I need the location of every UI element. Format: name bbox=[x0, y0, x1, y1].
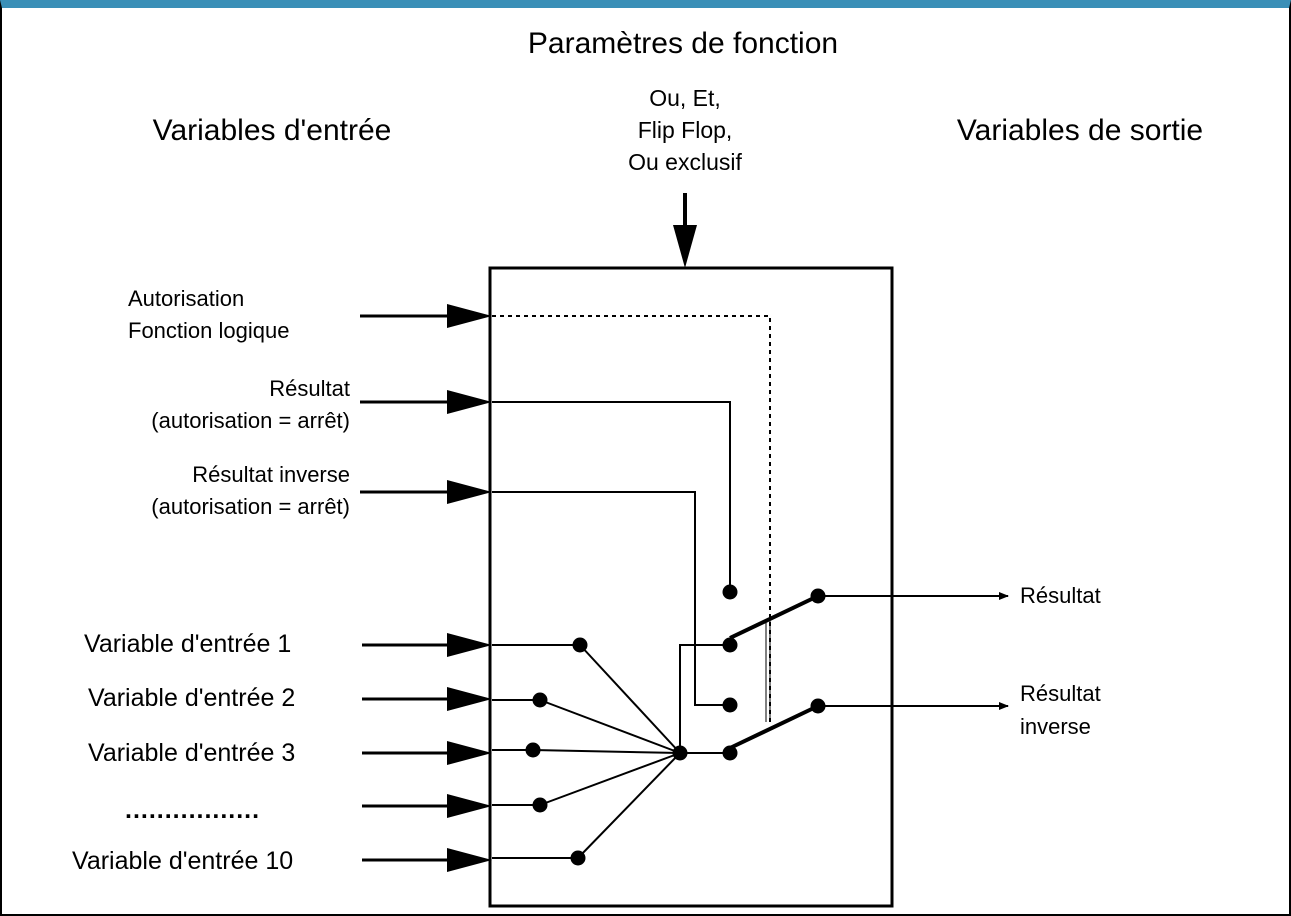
node-result-off bbox=[722, 584, 738, 600]
params-line-3: Ou exclusif bbox=[628, 149, 742, 175]
function-block bbox=[488, 266, 894, 908]
selector-line-5 bbox=[577, 752, 681, 859]
output-inverse-label-2: inverse bbox=[1020, 714, 1091, 739]
params-line-1: Ou, Et, bbox=[649, 85, 721, 111]
function-to-result-contact bbox=[679, 644, 730, 753]
node-input-10 bbox=[570, 850, 586, 866]
nodes bbox=[525, 584, 826, 866]
input-ellipsis: ................. bbox=[125, 796, 260, 824]
result-off-label-1: Résultat bbox=[269, 376, 350, 401]
node-input-1 bbox=[572, 637, 588, 653]
result-off-arrow bbox=[360, 390, 492, 414]
inputs-title: Variables d'entrée bbox=[153, 114, 392, 147]
enable-arrow bbox=[360, 304, 492, 328]
node-inverse-contact bbox=[722, 745, 738, 761]
result-off-wire bbox=[492, 401, 731, 592]
node-input-ellipsis bbox=[532, 797, 548, 813]
input-3-arrow bbox=[362, 741, 492, 765]
input-10-label: Variable d'entrée 10 bbox=[72, 847, 293, 875]
node-inverse-pivot bbox=[810, 698, 826, 714]
enable-label-2: Fonction logique bbox=[128, 318, 289, 343]
params-arrow bbox=[673, 193, 697, 268]
selector-line-2 bbox=[539, 699, 681, 754]
inverse-off-label-1: Résultat inverse bbox=[192, 462, 350, 487]
inverse-off-wire bbox=[492, 491, 730, 706]
selector-line-4 bbox=[539, 752, 681, 806]
node-input-3 bbox=[525, 742, 541, 758]
result-off-label-2: (autorisation = arrêt) bbox=[151, 408, 350, 433]
input-arrows bbox=[360, 304, 492, 872]
input-10-arrow bbox=[362, 848, 492, 872]
params-title: Paramètres de fonction bbox=[528, 27, 838, 60]
node-result-pivot bbox=[810, 588, 826, 604]
params-line-2: Flip Flop, bbox=[638, 117, 733, 143]
inverse-off-label-2: (autorisation = arrêt) bbox=[151, 494, 350, 519]
input-3-label: Variable d'entrée 3 bbox=[88, 739, 295, 767]
output-result-label: Résultat bbox=[1020, 583, 1101, 608]
input-2-arrow bbox=[362, 687, 492, 711]
enable-label-1: Autorisation bbox=[128, 286, 244, 311]
inverse-off-arrow bbox=[360, 480, 492, 504]
input-1-arrow bbox=[362, 633, 492, 657]
node-function-output bbox=[672, 745, 688, 761]
input-1-label: Variable d'entrée 1 bbox=[84, 630, 291, 658]
internal-wiring bbox=[492, 315, 1009, 859]
selector-line-1 bbox=[579, 644, 681, 754]
result-switch-blade bbox=[729, 594, 819, 640]
output-inverse-label-1: Résultat bbox=[1020, 681, 1101, 706]
outputs-title: Variables de sortie bbox=[957, 114, 1203, 147]
node-inverse-off bbox=[722, 697, 738, 713]
node-result-contact bbox=[722, 637, 738, 653]
input-2-label: Variable d'entrée 2 bbox=[88, 684, 295, 712]
inverse-switch-blade bbox=[729, 704, 819, 750]
selector-line-3 bbox=[532, 749, 681, 754]
node-input-2 bbox=[532, 692, 548, 708]
enable-control-line bbox=[492, 315, 771, 722]
input-ellipsis-arrow bbox=[362, 794, 492, 818]
